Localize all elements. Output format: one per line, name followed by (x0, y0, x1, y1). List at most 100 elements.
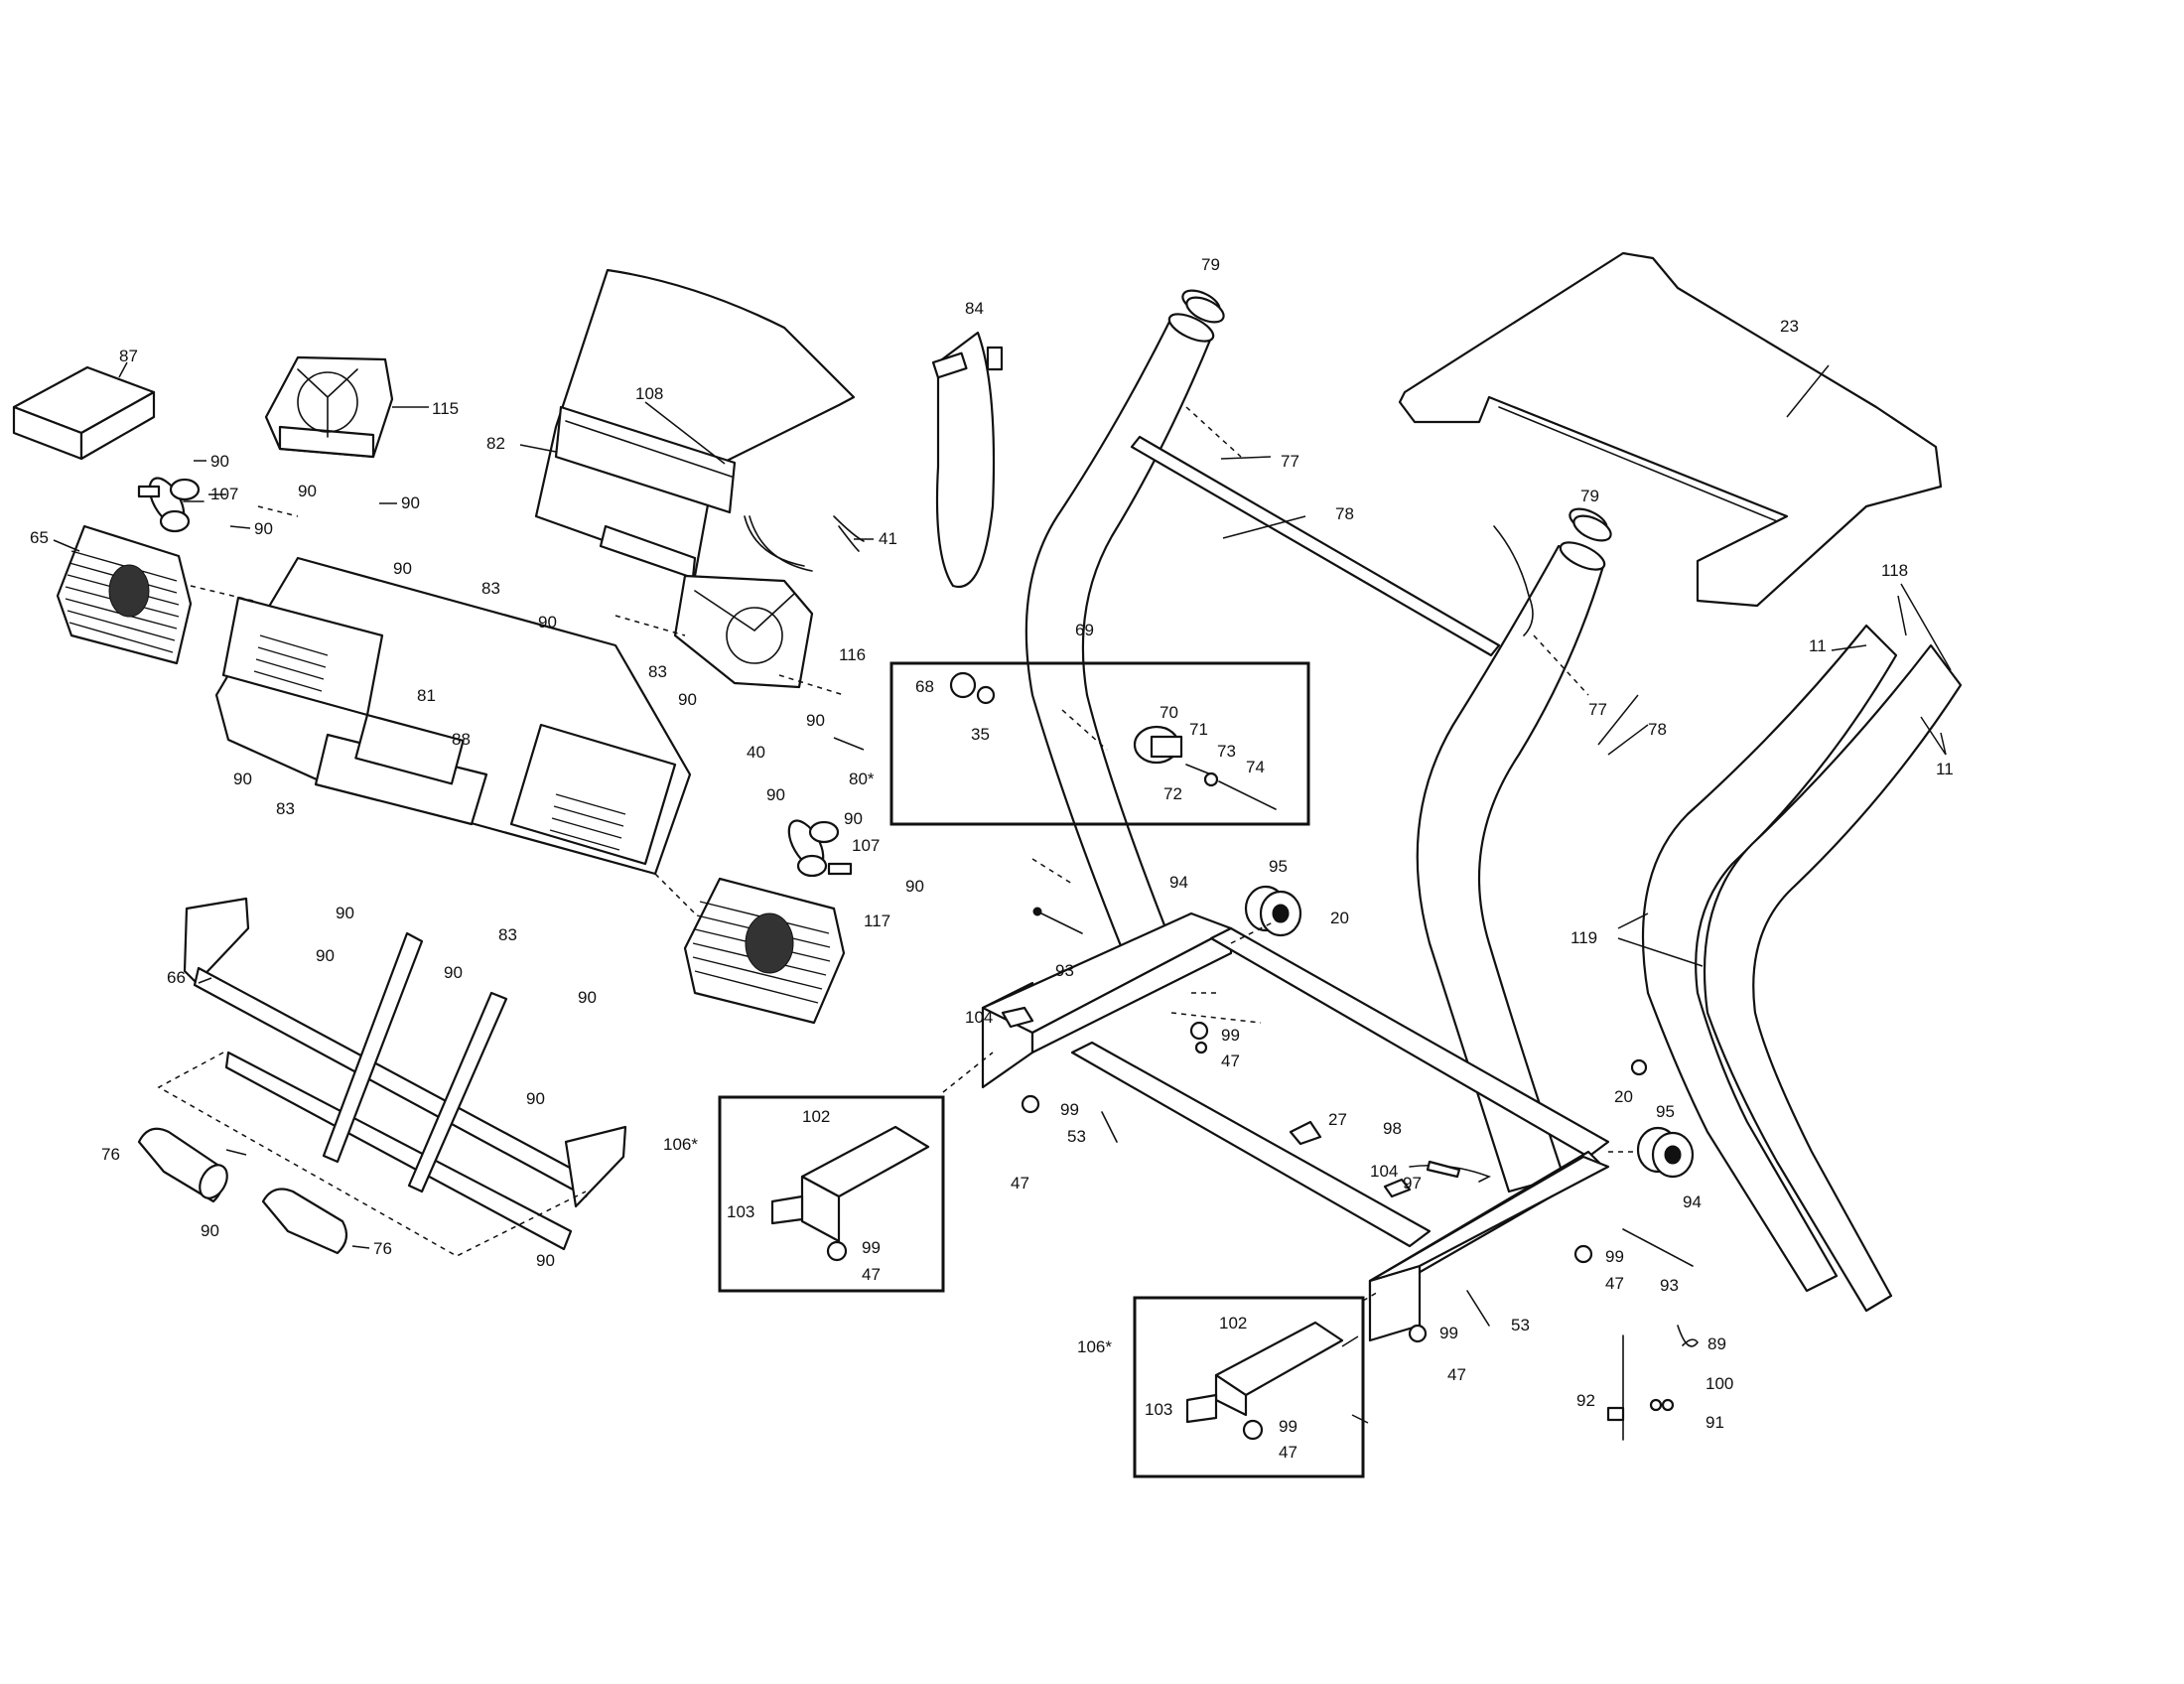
base-frame (981, 912, 1610, 1342)
callout-108: 108 (635, 384, 663, 403)
callout-83: 83 (276, 799, 295, 818)
callout-104: 104 (1370, 1162, 1398, 1181)
part-115-fan-housing (264, 355, 394, 459)
part-119-handrail-right (1703, 643, 1963, 1313)
callout-92: 92 (1576, 1391, 1595, 1410)
callout-53: 53 (1511, 1316, 1530, 1334)
callout-90: 90 (806, 711, 825, 730)
callout-40: 40 (747, 743, 765, 762)
callout-20: 20 (1614, 1087, 1633, 1106)
callout-11: 11 (1809, 636, 1827, 655)
callout-78: 78 (1335, 504, 1354, 523)
callout-79: 79 (1201, 255, 1220, 274)
callout-97: 97 (1403, 1174, 1422, 1193)
callout-83: 83 (498, 925, 517, 944)
part-76-handle-lower (261, 1188, 348, 1255)
callout-119: 119 (1570, 928, 1597, 947)
callout-90: 90 (844, 809, 863, 828)
callout-81: 81 (417, 686, 436, 705)
callout-27: 27 (1328, 1110, 1347, 1129)
callout-90: 90 (678, 690, 697, 709)
callout-117: 117 (864, 912, 890, 930)
callout-77: 77 (1588, 700, 1607, 719)
callout-90: 90 (336, 904, 354, 922)
callout-99: 99 (1279, 1417, 1297, 1436)
callout-93: 93 (1660, 1276, 1679, 1295)
fasteners (1001, 907, 1699, 1441)
callout-70: 70 (1160, 703, 1178, 722)
callout-73: 73 (1217, 742, 1236, 761)
callout-68: 68 (915, 677, 934, 696)
callout-82: 82 (486, 434, 505, 453)
callout-103: 103 (1145, 1400, 1172, 1419)
callout-35: 35 (971, 725, 990, 744)
callout-47: 47 (1279, 1443, 1297, 1462)
part-116-fan-housing (673, 574, 814, 689)
leader-lines (53, 361, 1952, 1424)
part-107-fan-left (137, 477, 205, 533)
callout-78: 78 (1648, 720, 1667, 739)
callout-94: 94 (1169, 873, 1188, 892)
part-81-console-base (214, 556, 692, 876)
callout-89: 89 (1707, 1334, 1726, 1353)
callout-88: 88 (452, 730, 471, 749)
callout-90: 90 (526, 1089, 545, 1108)
callout-76: 76 (373, 1239, 392, 1258)
part-41-wire (744, 515, 865, 572)
callout-77: 77 (1281, 452, 1299, 471)
callout-106: 106* (1077, 1337, 1112, 1356)
part-95-wheel-left (1244, 885, 1302, 937)
callout-11: 11 (1936, 760, 1954, 778)
callout-99: 99 (1221, 1026, 1240, 1045)
part-23-tray (1398, 251, 1943, 608)
callout-47: 47 (1605, 1274, 1624, 1293)
callout-66: 66 (167, 968, 186, 987)
callout-80: 80* (849, 770, 875, 788)
callout-107: 107 (852, 836, 880, 855)
callout-90: 90 (298, 482, 317, 500)
callout-47: 47 (1011, 1174, 1029, 1193)
callout-107: 107 (210, 485, 238, 503)
callout-41: 41 (879, 529, 897, 548)
callout-90: 90 (210, 452, 229, 471)
part-66-console-frame (157, 897, 627, 1257)
callout-116: 116 (839, 645, 866, 664)
part-87-pad (12, 365, 156, 461)
callout-47: 47 (1221, 1052, 1240, 1070)
callout-47: 47 (862, 1265, 881, 1284)
callout-74: 74 (1246, 758, 1265, 776)
part-106-box-lower (1133, 1296, 1365, 1478)
callout-72: 72 (1163, 784, 1182, 803)
part-82-console-cover (534, 268, 856, 580)
callout-106: 106* (663, 1135, 698, 1154)
callout-102: 102 (1219, 1314, 1247, 1333)
upright-crossbar (1130, 435, 1501, 657)
assembly-lines (190, 406, 1638, 1302)
callout-94: 94 (1683, 1193, 1702, 1211)
callout-95: 95 (1656, 1102, 1675, 1121)
callout-90: 90 (254, 519, 273, 538)
part-79-cap-right (1569, 507, 1612, 542)
part-106-box-upper (718, 1095, 945, 1293)
part-76-handle-upper (137, 1127, 228, 1203)
part-79-cap-left (1181, 289, 1225, 324)
callout-90: 90 (536, 1251, 555, 1270)
callout-47: 47 (1447, 1365, 1466, 1384)
part-119-handrail-left (1641, 624, 1898, 1293)
callout-118: 118 (1881, 561, 1908, 580)
part-80-box (889, 661, 1310, 826)
part-84-cover (931, 331, 1004, 589)
callout-104: 104 (965, 1008, 993, 1027)
callout-102: 102 (802, 1107, 830, 1126)
callout-99: 99 (862, 1238, 881, 1257)
callout-90: 90 (201, 1221, 219, 1240)
callout-83: 83 (648, 662, 667, 681)
callout-84: 84 (965, 299, 984, 318)
callout-76: 76 (101, 1145, 120, 1164)
callout-99: 99 (1060, 1100, 1079, 1119)
callout-99: 99 (1439, 1324, 1458, 1342)
callout-115: 115 (432, 399, 459, 418)
part-117-grille-right (683, 877, 846, 1025)
part-107-fan-right (787, 819, 853, 878)
